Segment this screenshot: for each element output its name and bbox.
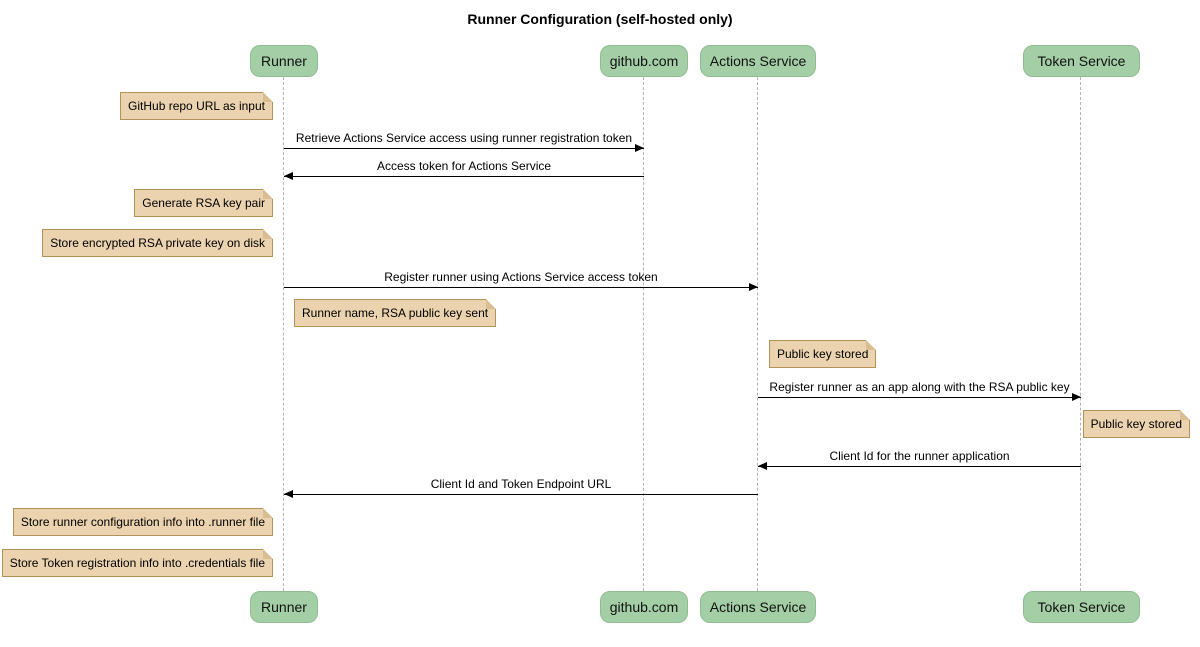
message-line bbox=[758, 466, 1081, 467]
note: Store Token registration info into .cred… bbox=[1, 549, 274, 577]
arrowhead-right-icon bbox=[635, 144, 644, 152]
participant-label: Runner bbox=[261, 53, 307, 69]
arrowhead-left-icon bbox=[758, 462, 767, 470]
lifeline-runner bbox=[283, 77, 284, 591]
participant-runner-bottom: Runner bbox=[250, 591, 318, 623]
participant-label: Actions Service bbox=[709, 53, 807, 69]
message-label: Client Id and Token Endpoint URL bbox=[430, 477, 612, 491]
message-label: Retrieve Actions Service access using ru… bbox=[295, 131, 633, 145]
message-label: Register runner as an app along with the… bbox=[769, 380, 1070, 394]
participant-label: github.com bbox=[609, 599, 679, 615]
note: Public key stored bbox=[1082, 410, 1191, 438]
note: Public key stored bbox=[769, 340, 877, 368]
note: Generate RSA key pair bbox=[134, 189, 273, 217]
participant-label: Runner bbox=[261, 599, 307, 615]
participant-label: Token Service bbox=[1037, 53, 1126, 69]
participant-github-com-top: github.com bbox=[600, 45, 688, 77]
arrowhead-left-icon bbox=[284, 172, 293, 180]
message-line bbox=[284, 287, 758, 288]
lifeline-token-service bbox=[1080, 77, 1081, 591]
message-line bbox=[284, 148, 644, 149]
participant-runner-top: Runner bbox=[250, 45, 318, 77]
message-label: Access token for Actions Service bbox=[376, 159, 552, 173]
arrowhead-right-icon bbox=[1072, 393, 1081, 401]
note: Store runner configuration info into .ru… bbox=[12, 508, 274, 536]
lifeline-actions-service bbox=[757, 77, 758, 591]
message-line bbox=[284, 176, 644, 177]
arrowhead-right-icon bbox=[749, 283, 758, 291]
diagram-title: Runner Configuration (self-hosted only) bbox=[467, 11, 733, 27]
participant-actions-service-bottom: Actions Service bbox=[700, 591, 816, 623]
note: Runner name, RSA public key sent bbox=[294, 299, 497, 327]
lifeline-github-com bbox=[643, 77, 644, 591]
arrowhead-left-icon bbox=[284, 490, 293, 498]
message-line bbox=[284, 494, 758, 495]
participant-label: Token Service bbox=[1037, 599, 1126, 615]
participant-label: Actions Service bbox=[709, 599, 807, 615]
message-label: Client Id for the runner application bbox=[829, 449, 1010, 463]
participant-actions-service-top: Actions Service bbox=[700, 45, 816, 77]
participant-token-service-bottom: Token Service bbox=[1023, 591, 1140, 623]
message-line bbox=[758, 397, 1081, 398]
note: Store encrypted RSA private key on disk bbox=[42, 229, 273, 257]
message-label: Register runner using Actions Service ac… bbox=[384, 270, 658, 284]
note: GitHub repo URL as input bbox=[120, 92, 273, 120]
participant-label: github.com bbox=[609, 53, 679, 69]
participant-token-service-top: Token Service bbox=[1023, 45, 1140, 77]
participant-github-com-bottom: github.com bbox=[600, 591, 688, 623]
